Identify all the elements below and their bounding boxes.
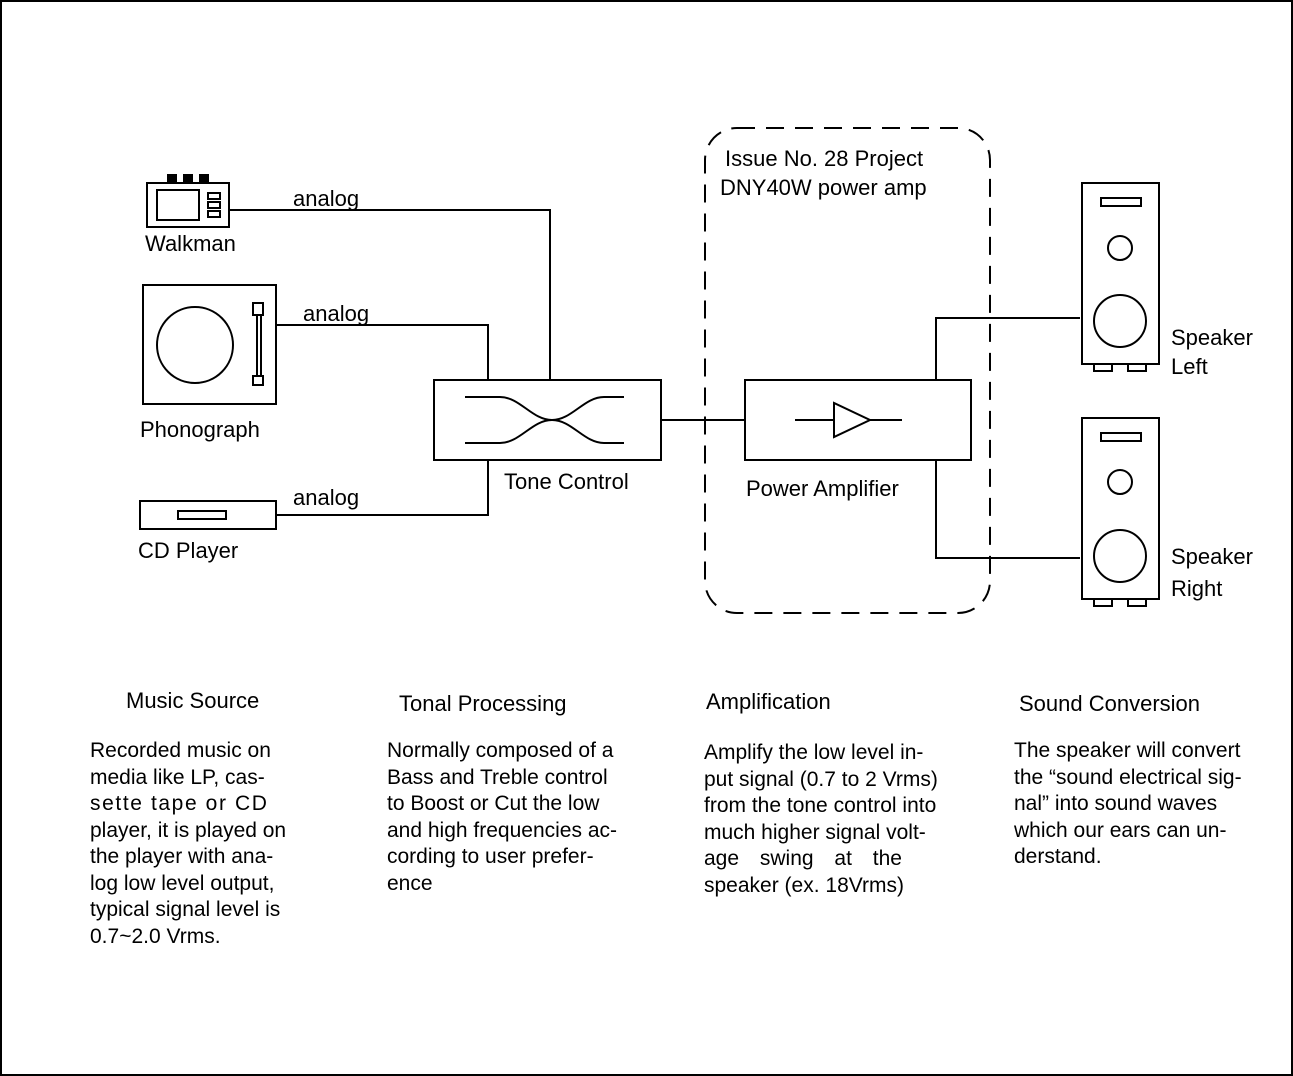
tone-control-block — [434, 380, 661, 460]
stage-heading-amplification: Amplification — [706, 689, 831, 714]
phonograph-analog-label: analog — [303, 301, 369, 326]
power-amplifier-block — [745, 380, 971, 460]
amp-to-right-speaker-wire — [936, 460, 1080, 558]
walkman-icon — [147, 175, 229, 227]
description-line: much higher signal volt- — [704, 820, 989, 847]
description-line: the “sound electrical sig- — [1014, 765, 1289, 792]
cd-player-label: CD Player — [138, 538, 238, 563]
stage-description-music-source: Recorded music on media like LP, cas- se… — [90, 738, 320, 950]
power-amplifier-label: Power Amplifier — [746, 476, 899, 501]
phonograph-icon — [143, 285, 276, 404]
description-line: nal” into sound waves — [1014, 791, 1289, 818]
walkman-wire — [229, 210, 550, 380]
description-line: from the tone control into — [704, 793, 989, 820]
description-line: Normally composed of a — [387, 738, 667, 765]
description-line: sette tape or CD — [90, 791, 320, 818]
description-line: the player with ana- — [90, 844, 320, 871]
description-line: The speaker will convert — [1014, 738, 1289, 765]
stage-description-sound-conversion: The speaker will convert the “sound elec… — [1014, 738, 1289, 871]
description-line: typical signal level is — [90, 897, 320, 924]
walkman-label: Walkman — [145, 231, 236, 256]
description-line: put signal (0.7 to 2 Vrms) — [704, 767, 989, 794]
description-line: player, it is played on — [90, 818, 320, 845]
speaker-right-icon — [1082, 418, 1159, 606]
amp-to-left-speaker-wire — [936, 318, 1080, 380]
speaker-left-label-line2: Left — [1171, 354, 1208, 379]
project-title-line1: Issue No. 28 Project — [725, 146, 923, 171]
description-line: Recorded music on — [90, 738, 320, 765]
cd-player-icon — [140, 501, 276, 529]
project-title-line2: DNY40W power amp — [720, 175, 927, 200]
description-line: 0.7~2.0 Vrms. — [90, 924, 320, 951]
speaker-left-icon — [1082, 183, 1159, 371]
cd-analog-label: analog — [293, 485, 359, 510]
stage-description-tonal-processing: Normally composed of a Bass and Treble c… — [387, 738, 667, 897]
stage-description-amplification: Amplify the low level in- put signal (0.… — [704, 740, 989, 899]
speaker-right-label-line1: Speaker — [1171, 544, 1253, 569]
description-line: ence — [387, 871, 667, 898]
description-line: speaker (ex. 18Vrms) — [704, 873, 989, 900]
description-line: derstand. — [1014, 844, 1289, 871]
description-line: which our ears can un- — [1014, 818, 1289, 845]
phonograph-label: Phonograph — [140, 417, 260, 442]
description-line: cording to user prefer- — [387, 844, 667, 871]
description-line: Amplify the low level in- — [704, 740, 989, 767]
tone-control-label: Tone Control — [504, 469, 629, 494]
description-line: age swing at the — [704, 846, 989, 873]
project-boundary — [705, 128, 990, 613]
description-line: and high frequencies ac- — [387, 818, 667, 845]
walkman-analog-label: analog — [293, 186, 359, 211]
stage-heading-tonal-processing: Tonal Processing — [399, 691, 567, 716]
description-line: Bass and Treble control — [387, 765, 667, 792]
stage-heading-sound-conversion: Sound Conversion — [1019, 691, 1200, 716]
speaker-right-label-line2: Right — [1171, 576, 1222, 601]
description-line: log low level output, — [90, 871, 320, 898]
speaker-left-label-line1: Speaker — [1171, 325, 1253, 350]
description-line: media like LP, cas- — [90, 765, 320, 792]
description-line: to Boost or Cut the low — [387, 791, 667, 818]
stage-heading-music-source: Music Source — [126, 688, 259, 713]
phonograph-wire — [276, 325, 488, 380]
